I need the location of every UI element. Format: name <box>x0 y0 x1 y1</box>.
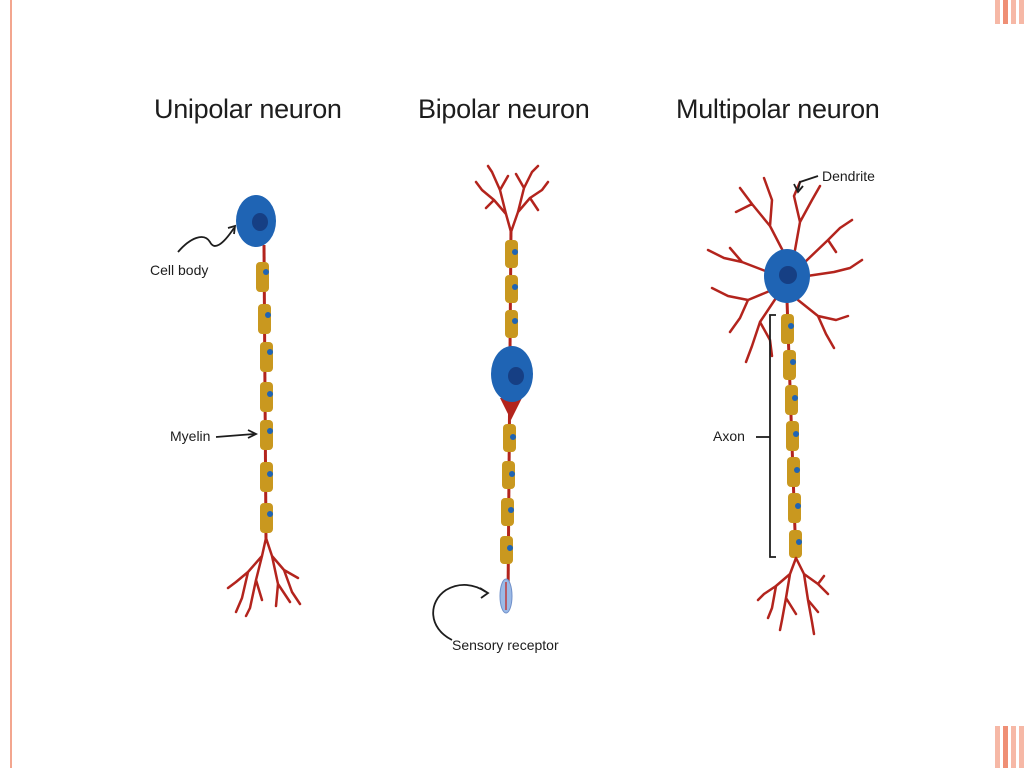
bipolar-neuron <box>474 164 550 614</box>
axon-bracket <box>769 314 776 558</box>
bipolar-myelin-nuclei <box>507 249 518 551</box>
unipolar-neuron <box>226 195 302 618</box>
heading-bipolar: Bipolar neuron <box>418 94 590 124</box>
bipolar-nucleus <box>508 367 524 385</box>
arrow-cell-body-head <box>227 224 237 235</box>
label-axon: Axon <box>713 428 745 444</box>
multipolar-myelin-nuclei <box>788 323 802 545</box>
slide-left-rule <box>10 0 12 768</box>
unipolar-myelin-nuclei <box>263 269 273 517</box>
label-myelin: Myelin <box>170 428 211 444</box>
unipolar-myelin-sheaths <box>256 262 273 533</box>
heading-unipolar: Unipolar neuron <box>154 94 342 124</box>
slide-corner-bars-top <box>995 0 1024 24</box>
label-cell-body: Cell body <box>150 262 209 278</box>
multipolar-nucleus <box>779 266 797 284</box>
multipolar-dendrite-tree <box>706 176 864 364</box>
bipolar-soma-taper <box>500 398 522 420</box>
multipolar-myelin-sheaths <box>781 314 802 558</box>
unipolar-nucleus <box>252 213 268 231</box>
multipolar-axon-terminal <box>756 556 830 636</box>
label-sensory-receptor: Sensory receptor <box>452 637 559 653</box>
bipolar-dendrite-tree <box>474 164 550 234</box>
arrow-myelin-head <box>247 429 259 439</box>
callout-arrows <box>177 175 819 641</box>
heading-multipolar: Multipolar neuron <box>676 94 880 124</box>
arrow-cell-body <box>177 227 235 253</box>
slide-corner-bars-bottom <box>995 726 1024 768</box>
arrow-dendrite-head <box>793 183 804 194</box>
arrow-dendrite <box>797 175 819 191</box>
unipolar-axon-terminal <box>226 536 302 618</box>
arrow-myelin <box>215 433 255 438</box>
arrow-sensory-receptor <box>432 584 487 641</box>
bipolar-myelin-sheaths <box>500 240 518 564</box>
multipolar-neuron <box>706 176 864 636</box>
arrow-sensory-receptor-head <box>479 587 490 599</box>
label-dendrite: Dendrite <box>822 168 875 184</box>
